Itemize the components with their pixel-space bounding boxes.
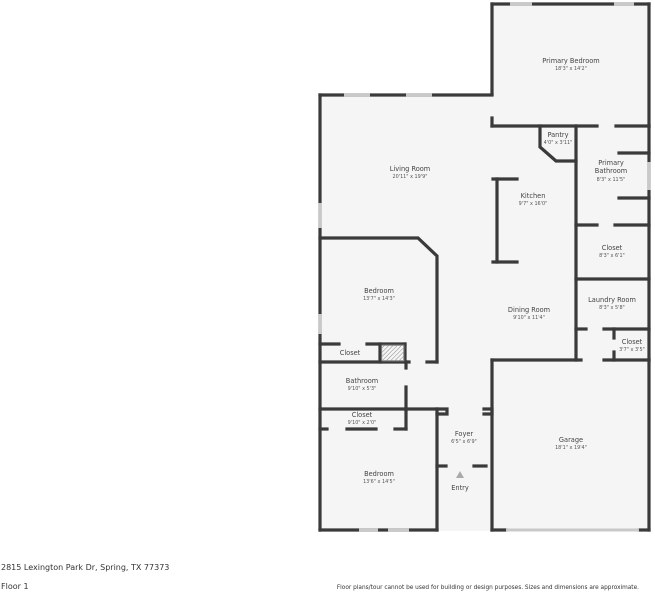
disclaimer: Floor plans/tour cannot be used for buil… xyxy=(336,585,639,591)
room-primary-bathroom: Primary xyxy=(598,159,624,167)
room-pantry: Pantry xyxy=(547,131,568,139)
hatched-utility-area xyxy=(381,344,405,362)
svg-text:4'0" x 3'11": 4'0" x 3'11" xyxy=(544,140,573,146)
svg-text:9'10" x 2'0": 9'10" x 2'0" xyxy=(348,420,377,426)
svg-text:8'3" x 11'5": 8'3" x 11'5" xyxy=(597,177,626,183)
room-laundry: Laundry Room xyxy=(588,296,636,304)
svg-text:9'10" x 5'3": 9'10" x 5'3" xyxy=(348,386,377,392)
svg-text:3'7" x 3'5": 3'7" x 3'5" xyxy=(619,347,645,353)
floor-fills xyxy=(320,4,649,531)
triangle-up-icon xyxy=(456,471,464,478)
room-closet-1: Closet xyxy=(602,244,623,252)
room-bedroom-1: Bedroom xyxy=(364,287,394,295)
svg-text:18'1" x 19'4": 18'1" x 19'4" xyxy=(555,445,587,451)
room-primary-bedroom: Primary Bedroom xyxy=(542,57,599,65)
svg-text:8'3" x 5'8": 8'3" x 5'8" xyxy=(599,305,625,311)
room-dining: Dining Room xyxy=(508,306,550,314)
floor-label: Floor 1 xyxy=(1,582,29,591)
room-labels: Primary Bedroom 18'3" x 14'2" Living Roo… xyxy=(340,57,645,485)
room-closet-3: Closet xyxy=(352,411,373,419)
svg-text:6'5" x 6'9": 6'5" x 6'9" xyxy=(451,439,477,445)
svg-text:13'6" x 14'5": 13'6" x 14'5" xyxy=(363,479,395,485)
room-bathroom: Bathroom xyxy=(346,377,378,385)
entry-label: Entry xyxy=(451,484,469,492)
property-address: 2815 Lexington Park Dr, Spring, TX 77373 xyxy=(1,563,170,572)
room-living-room: Living Room xyxy=(390,165,430,173)
svg-text:8'3" x 6'1": 8'3" x 6'1" xyxy=(599,253,625,259)
svg-text:9'7" x 16'0": 9'7" x 16'0" xyxy=(519,201,548,207)
windows xyxy=(318,2,651,532)
room-foyer: Foyer xyxy=(455,430,474,438)
room-garage: Garage xyxy=(559,436,583,444)
room-bedroom-2: Bedroom xyxy=(364,470,394,478)
svg-text:18'3" x 14'2": 18'3" x 14'2" xyxy=(555,66,587,72)
room-closet-bed1: Closet xyxy=(340,349,361,357)
svg-text:20'11" x 19'9": 20'11" x 19'9" xyxy=(393,174,428,180)
svg-text:9'10" x 11'4": 9'10" x 11'4" xyxy=(513,315,545,321)
room-kitchen: Kitchen xyxy=(521,192,546,200)
svg-text:13'7" x 14'3": 13'7" x 14'3" xyxy=(363,296,395,302)
svg-text:Bathroom: Bathroom xyxy=(595,167,627,175)
room-closet-2: Closet xyxy=(622,338,643,346)
